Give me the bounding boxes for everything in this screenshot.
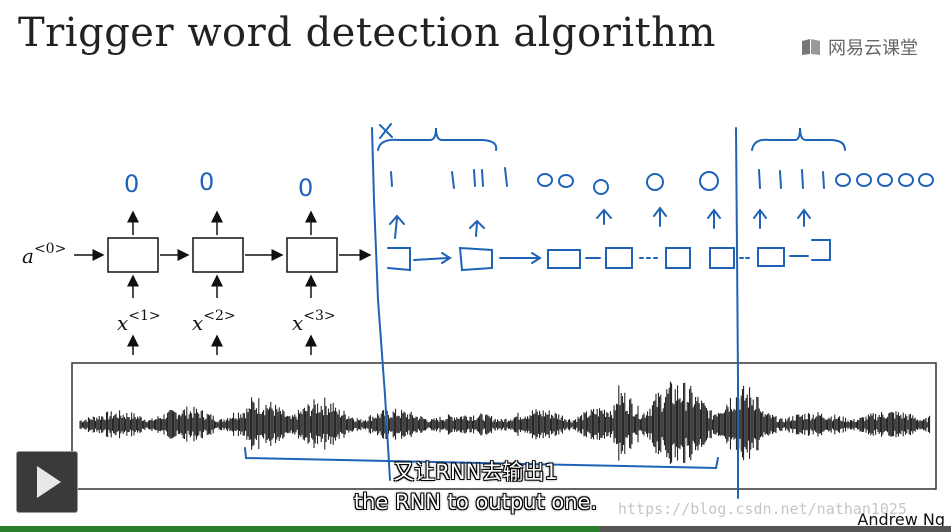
output-2: 0 bbox=[199, 168, 214, 196]
logo-text: 网易云课堂 bbox=[828, 38, 918, 59]
output-1: 0 bbox=[124, 170, 139, 198]
progress-bar-remaining bbox=[600, 526, 951, 532]
audio-waveform bbox=[79, 381, 931, 465]
audio-bracket bbox=[244, 447, 719, 470]
slide-title: Trigger word detection algorithm bbox=[18, 10, 716, 56]
brace-2 bbox=[751, 127, 846, 151]
play-button[interactable] bbox=[16, 451, 78, 513]
subtitle-chinese: 又让RNN去输出1 bbox=[393, 460, 558, 484]
play-icon bbox=[37, 466, 61, 498]
subtitle-english: the RNN to output one. bbox=[353, 490, 598, 514]
netease-logo-icon bbox=[800, 37, 822, 57]
author-name: Andrew Ng bbox=[857, 510, 945, 529]
a0-label: a<0> bbox=[22, 241, 66, 268]
output-3: 0 bbox=[298, 174, 313, 202]
rnn-cell-3 bbox=[286, 237, 338, 273]
trigger-line-2 bbox=[735, 127, 739, 499]
x-mark bbox=[379, 123, 393, 139]
trigger-line-1 bbox=[371, 127, 391, 481]
input-x2: x<2> bbox=[192, 308, 236, 335]
netease-logo: 网易云课堂 bbox=[800, 34, 918, 60]
brace-1 bbox=[377, 127, 498, 151]
input-x3: x<3> bbox=[292, 308, 336, 335]
rnn-cell-1 bbox=[107, 237, 159, 273]
progress-bar[interactable] bbox=[0, 526, 951, 532]
input-x1: x<1> bbox=[117, 308, 161, 335]
rnn-cell-2 bbox=[192, 237, 244, 273]
handwritten-annotations bbox=[244, 123, 934, 499]
watermark-url: https://blog.csdn.net/nathan1025 bbox=[618, 500, 907, 518]
